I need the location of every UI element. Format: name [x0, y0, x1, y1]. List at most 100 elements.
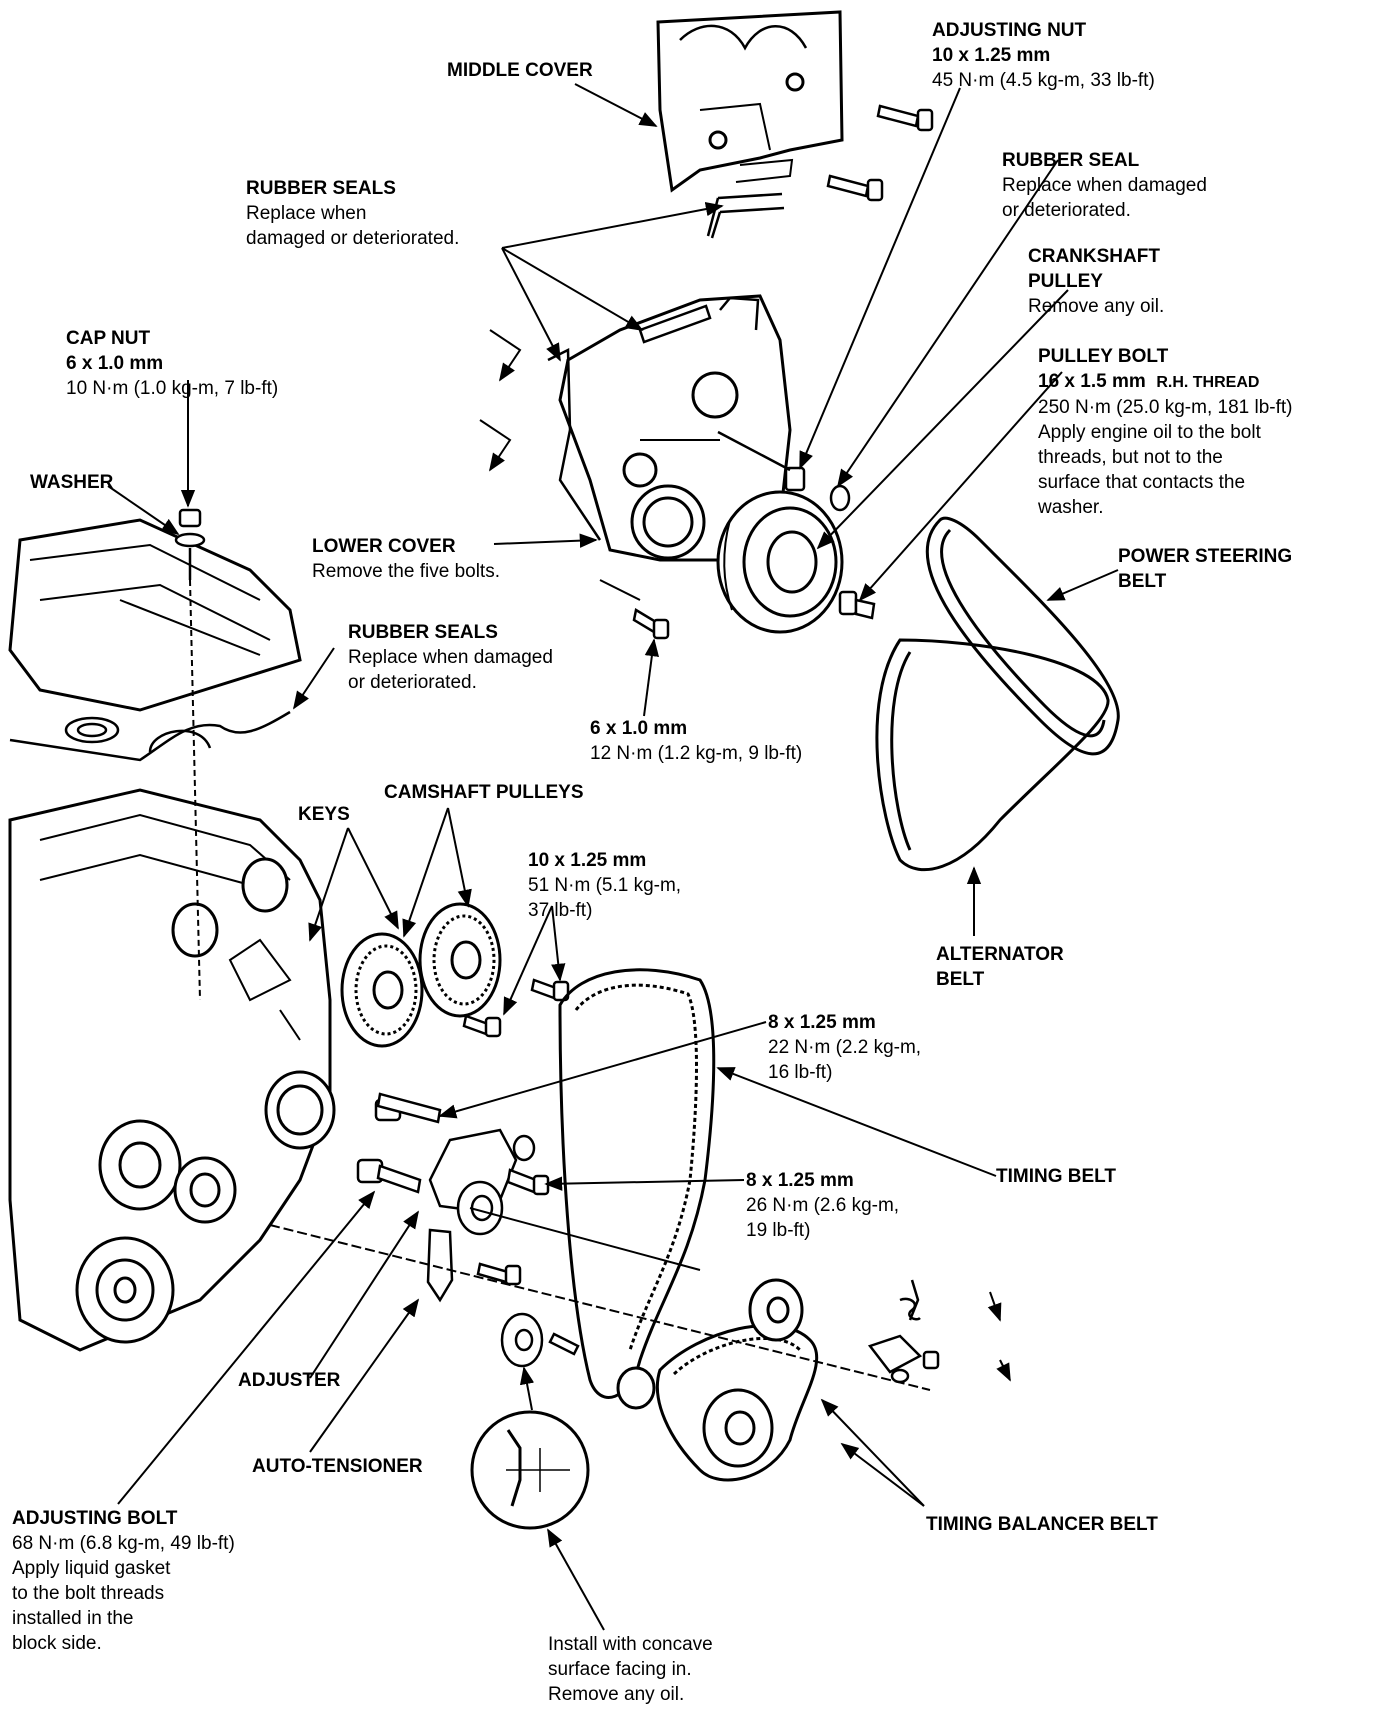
label-pulley-bolt-size: 16 x 1.5 mm	[1038, 371, 1146, 392]
label-rubber-seal-line2: or deteriorated.	[1002, 200, 1131, 221]
label-adjusting-bolt-line2: to the bolt threads	[12, 1583, 165, 1604]
label-adjusting-nut-title: ADJUSTING NUT	[932, 20, 1087, 41]
label-bolt-8x125-a: 8 x 1.25 mm 22 N·m (2.2 kg-m, 16 lb-ft)	[768, 1010, 921, 1085]
label-rubber-seals-top-title: RUBBER SEALS	[246, 178, 396, 199]
label-install-note-line3: Remove any oil.	[548, 1684, 685, 1705]
label-middle-cover-title: MIDDLE COVER	[447, 60, 593, 81]
label-crankshaft-pulley: CRANKSHAFT PULLEY Remove any oil.	[1028, 244, 1164, 319]
label-auto-tensioner: AUTO-TENSIONER	[252, 1454, 423, 1479]
label-rubber-seal-line1: Replace when damaged	[1002, 175, 1207, 196]
power-steering-belt-part	[925, 516, 1120, 756]
crankshaft-pulley-part	[716, 490, 844, 634]
label-cap-nut: CAP NUT 6 x 1.0 mm 10 N·m (1.0 kg-m, 7 l…	[66, 326, 278, 401]
label-adjusting-nut: ADJUSTING NUT 10 x 1.25 mm 45 N·m (4.5 k…	[932, 18, 1155, 93]
camshaft-pulley-right	[418, 902, 502, 1018]
label-adjuster: ADJUSTER	[238, 1368, 340, 1393]
label-bolt-8x125-a-line2: 16 lb-ft)	[768, 1062, 833, 1083]
label-crankshaft-pulley-note: Remove any oil.	[1028, 296, 1165, 317]
label-timing-balancer-belt-title: TIMING BALANCER BELT	[926, 1514, 1158, 1535]
label-rubber-seals-mid-line1: Replace when damaged	[348, 647, 553, 668]
label-keys-title: KEYS	[298, 804, 350, 825]
label-bolt-8x125-b-line2: 19 lb-ft)	[746, 1220, 811, 1241]
label-pulley-bolt-thread: R.H. THREAD	[1156, 374, 1260, 391]
label-lower-cover-note: Remove the five bolts.	[312, 561, 500, 582]
label-adjusting-bolt-line3: installed in the	[12, 1608, 134, 1629]
label-timing-belt-title: TIMING BELT	[996, 1166, 1116, 1187]
engine-block-part	[8, 788, 336, 1352]
label-pulley-bolt-line3: surface that contacts the	[1038, 472, 1246, 493]
camshaft-pulley-left	[340, 932, 424, 1048]
leader-lines	[107, 83, 1119, 1631]
timing-belt-part	[558, 968, 716, 1399]
label-install-note-line1: Install with concave	[548, 1634, 713, 1655]
label-adjusting-bolt-line1: Apply liquid gasket	[12, 1558, 171, 1579]
label-camshaft-pulleys-title: CAMSHAFT PULLEYS	[384, 782, 584, 803]
label-power-steering-belt-line2: BELT	[1118, 571, 1167, 592]
label-washer-title: WASHER	[30, 472, 114, 493]
label-rubber-seals-top-line1: Replace when	[246, 203, 367, 224]
label-rubber-seals-top: RUBBER SEALS Replace when damaged or det…	[246, 176, 459, 251]
lower-cover-seal-strip	[638, 304, 712, 344]
label-bolt-10x125-size: 10 x 1.25 mm	[528, 850, 647, 871]
label-pulley-bolt-title: PULLEY BOLT	[1038, 346, 1169, 367]
label-rubber-seals-mid: RUBBER SEALS Replace when damaged or det…	[348, 620, 553, 695]
label-alternator-belt-line2: BELT	[936, 969, 985, 990]
label-lower-cover-title: LOWER COVER	[312, 536, 456, 557]
label-rubber-seal: RUBBER SEAL Replace when damaged or dete…	[1002, 148, 1207, 223]
tensioner-parts	[356, 1092, 550, 1303]
label-bolt-8x125-b-size: 8 x 1.25 mm	[746, 1170, 854, 1191]
label-bolt-8x125-a-line1: 22 N·m (2.2 kg-m,	[768, 1037, 922, 1058]
label-bolt-6x1-torque: 12 N·m (1.2 kg-m, 9 lb-ft)	[590, 743, 803, 764]
label-bolt-8x125-b-line1: 26 N·m (2.6 kg-m,	[746, 1195, 900, 1216]
label-adjuster-title: ADJUSTER	[238, 1370, 341, 1391]
label-pulley-bolt-torque: 250 N·m (25.0 kg-m, 181 lb-ft)	[1038, 397, 1293, 418]
label-camshaft-pulleys: CAMSHAFT PULLEYS	[384, 780, 584, 805]
label-alternator-belt: ALTERNATOR BELT	[936, 942, 1064, 992]
label-adjusting-bolt-title: ADJUSTING BOLT	[12, 1508, 178, 1529]
label-install-note-line2: surface facing in.	[548, 1659, 692, 1680]
label-install-note: Install with concave surface facing in. …	[548, 1632, 713, 1707]
label-alternator-belt-line1: ALTERNATOR	[936, 944, 1064, 965]
label-cap-nut-size: 6 x 1.0 mm	[66, 353, 164, 374]
label-cap-nut-title: CAP NUT	[66, 328, 151, 349]
valve-cover-seals	[9, 710, 291, 762]
label-lower-cover: LOWER COVER Remove the five bolts.	[312, 534, 500, 584]
label-bolt-10x125: 10 x 1.25 mm 51 N·m (5.1 kg-m, 37 lb-ft)	[528, 848, 681, 923]
label-pulley-bolt-line4: washer.	[1038, 497, 1104, 518]
label-crankshaft-pulley-title2: PULLEY	[1028, 271, 1103, 292]
label-crankshaft-pulley-title1: CRANKSHAFT	[1028, 246, 1160, 267]
label-keys: KEYS	[298, 802, 350, 827]
lower-cover-part	[547, 294, 792, 562]
balancer-tensioner	[867, 1279, 940, 1384]
label-bolt-8x125-b: 8 x 1.25 mm 26 N·m (2.6 kg-m, 19 lb-ft)	[746, 1168, 899, 1243]
label-adjusting-bolt-torque: 68 N·m (6.8 kg-m, 49 lb-ft)	[12, 1533, 235, 1554]
detail-inset	[470, 1410, 590, 1530]
label-bolt-6x1: 6 x 1.0 mm 12 N·m (1.2 kg-m, 9 lb-ft)	[590, 716, 802, 766]
camshaft-bolts	[462, 978, 570, 1038]
label-adjusting-nut-torque: 45 N·m (4.5 kg-m, 33 lb-ft)	[932, 70, 1155, 91]
label-rubber-seals-mid-title: RUBBER SEALS	[348, 622, 498, 643]
middle-cover-bolts	[826, 104, 934, 202]
label-timing-belt: TIMING BELT	[996, 1164, 1116, 1189]
label-bolt-10x125-line2: 37 lb-ft)	[528, 900, 593, 921]
label-rubber-seals-mid-line2: or deteriorated.	[348, 672, 477, 693]
alternator-belt-part	[875, 638, 1110, 872]
label-pulley-bolt-line1: Apply engine oil to the bolt	[1038, 422, 1261, 443]
label-power-steering-belt-line1: POWER STEERING	[1118, 546, 1293, 567]
label-washer: WASHER	[30, 470, 113, 495]
label-timing-balancer-belt: TIMING BALANCER BELT	[926, 1512, 1158, 1537]
label-bolt-10x125-line1: 51 N·m (5.1 kg-m,	[528, 875, 682, 896]
lower-cover-bolt	[632, 608, 670, 640]
label-bolt-6x1-size: 6 x 1.0 mm	[590, 718, 688, 739]
label-rubber-seal-title: RUBBER SEAL	[1002, 150, 1140, 171]
label-adjusting-bolt-line4: block side.	[12, 1633, 102, 1654]
label-power-steering-belt: POWER STEERING BELT	[1118, 544, 1292, 594]
label-auto-tensioner-title: AUTO-TENSIONER	[252, 1456, 423, 1477]
label-middle-cover: MIDDLE COVER	[447, 58, 593, 83]
balancer-pulleys	[616, 1278, 804, 1468]
label-cap-nut-torque: 10 N·m (1.0 kg-m, 7 lb-ft)	[66, 378, 279, 399]
label-adjusting-bolt: ADJUSTING BOLT 68 N·m (6.8 kg-m, 49 lb-f…	[12, 1506, 235, 1656]
middle-cover-part	[656, 10, 844, 193]
label-pulley-bolt: PULLEY BOLT 16 x 1.5 mm R.H. THREAD 250 …	[1038, 344, 1292, 520]
